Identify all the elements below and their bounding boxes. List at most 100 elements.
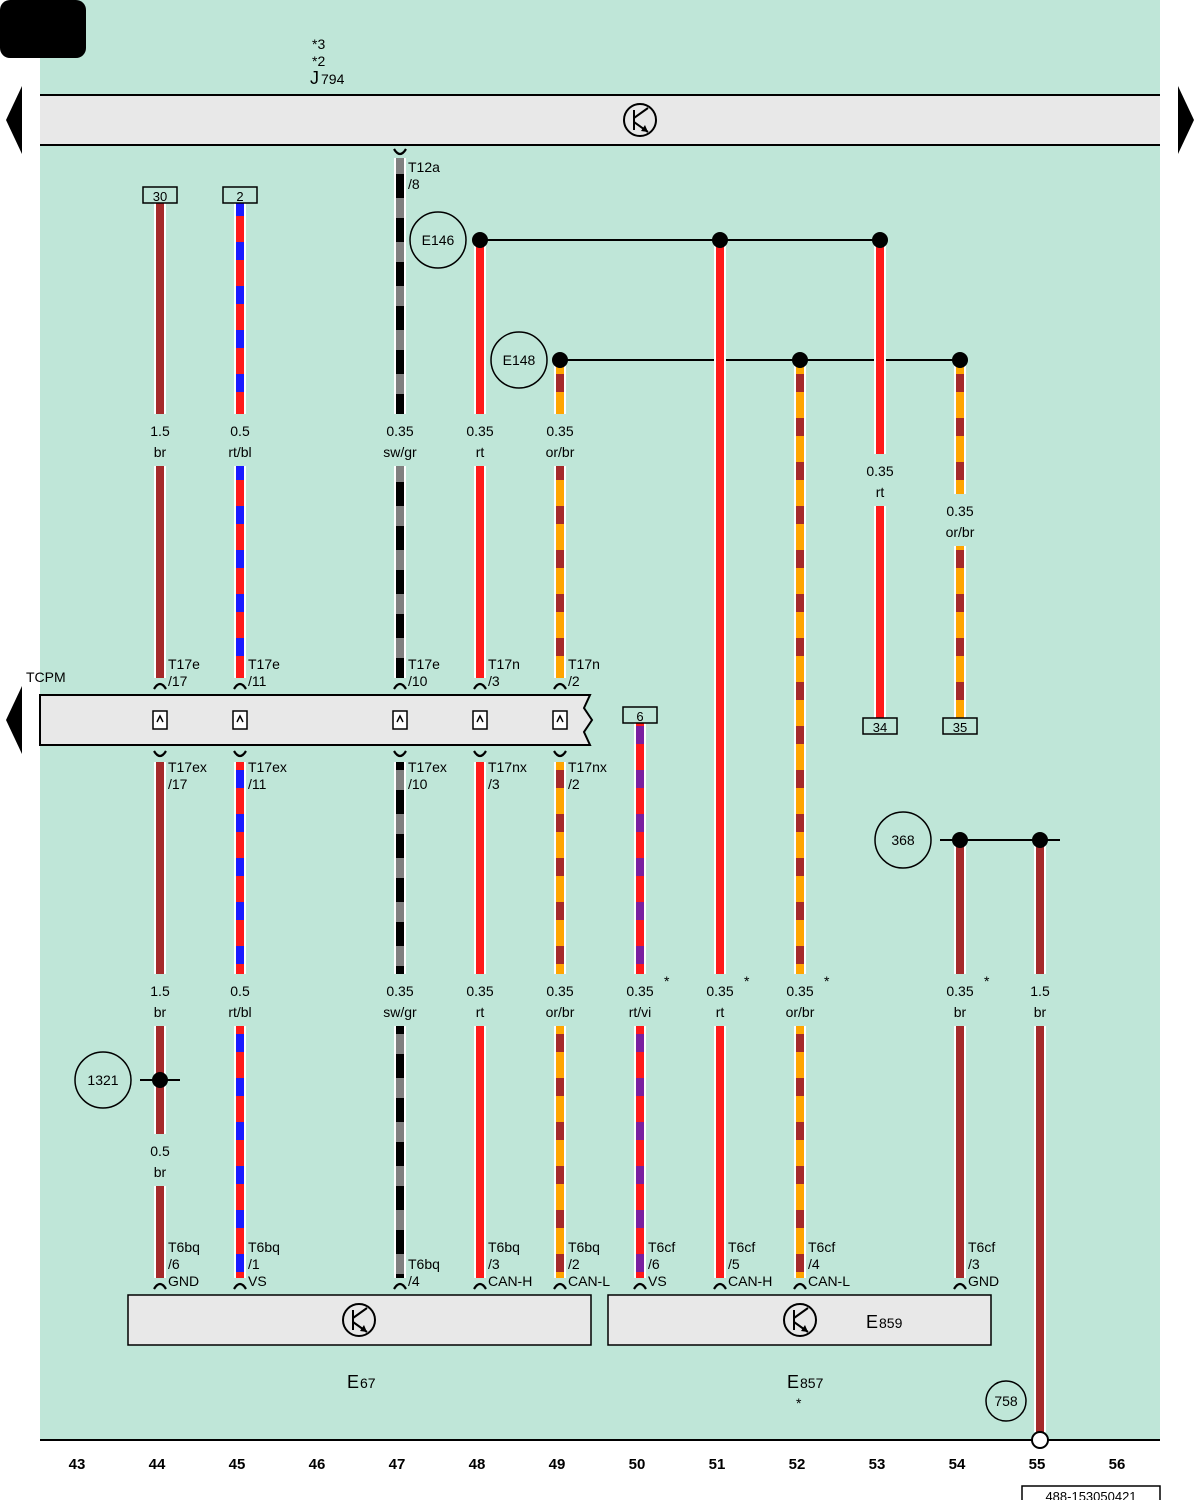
ref-circle-e146[interactable] — [409, 211, 467, 269]
wire-color: or/br — [546, 1004, 575, 1020]
terminal-2: 2 — [236, 189, 243, 204]
wire-segment — [236, 762, 244, 974]
ref-1321: 1321 — [87, 1072, 118, 1088]
wire-size: 0.35 — [866, 463, 893, 479]
ref-e146: E146 — [422, 232, 455, 248]
connector-name: T6bq — [248, 1239, 280, 1255]
connector-pin: /11 — [248, 673, 267, 689]
connector-pin: /5 — [728, 1256, 740, 1272]
wire-segment — [156, 466, 164, 678]
wire-segment — [396, 762, 404, 974]
wire-color: rt/bl — [228, 444, 251, 460]
wire-color: br — [154, 1004, 167, 1020]
connector-name: T17n — [488, 656, 520, 672]
terminal-6-box — [622, 706, 658, 724]
connector-arc — [153, 682, 167, 690]
ground-strip — [39, 694, 594, 746]
corner-tab — [0, 0, 86, 58]
scroll-left-arrow[interactable] — [6, 86, 22, 154]
component-e859-box[interactable] — [607, 1294, 992, 1346]
control-unit-rail — [40, 95, 1160, 145]
ref-circle-1321[interactable] — [74, 1051, 132, 1109]
component-e857-star: * — [796, 1395, 802, 1411]
wire-labels-lower: 1.5 br 0.5 rt/bl 0.35 sw/gr 0.35 rt 0.35… — [150, 983, 1050, 1180]
junction-dot — [872, 232, 888, 248]
connector-name: T17ex — [168, 759, 207, 775]
wire-segment — [396, 466, 404, 678]
wire-size: 1.5 — [1030, 983, 1050, 999]
wire-segment — [956, 840, 964, 974]
component-e857-index: 857 — [800, 1375, 824, 1391]
wire-segment — [956, 360, 964, 494]
wire-segment — [156, 762, 164, 974]
ref-368: 368 — [891, 832, 915, 848]
wire-size: 0.35 — [466, 423, 493, 439]
wire-size: 0.35 — [386, 983, 413, 999]
terminal-2-box — [222, 186, 258, 204]
connector-name: T6bq — [408, 1256, 440, 1272]
connector-name: T17n — [568, 656, 600, 672]
component-connectors: T6bq /6 GND T6bq /1 VS T6bq /4 T6bq /3 C… — [168, 1239, 999, 1289]
wire-color: rt/vi — [629, 1004, 652, 1020]
terminal-34-box — [862, 717, 898, 735]
connector-name: T6cf — [648, 1239, 675, 1255]
connector-pin: /4 — [808, 1256, 820, 1272]
column-number: 51 — [709, 1456, 726, 1473]
column-number: 48 — [469, 1456, 486, 1473]
column-number: 45 — [229, 1456, 246, 1473]
connector-t12a: T12a — [408, 159, 440, 175]
connector-pin: /10 — [408, 673, 428, 689]
ref-circle-368[interactable] — [874, 811, 932, 869]
connector-arc — [233, 1282, 247, 1290]
connector-arc — [393, 682, 407, 690]
component-e67-box[interactable] — [127, 1294, 592, 1346]
connector-signal: CAN-H — [728, 1273, 772, 1289]
ground-pin-arrow — [396, 714, 404, 723]
connector-name: T17e — [408, 656, 440, 672]
wire-segment — [396, 1026, 404, 1278]
wire-size: 0.5 — [230, 983, 250, 999]
star-mark: * — [984, 973, 990, 989]
star-mark: * — [744, 973, 750, 989]
ground-left-arrow[interactable] — [6, 686, 22, 754]
connector-pin: /1 — [248, 1256, 260, 1272]
wire-segment — [636, 723, 644, 974]
wire-color: rt — [876, 484, 885, 500]
ground-pin-icon — [552, 710, 568, 730]
terminal-30: 30 — [153, 189, 167, 204]
connector-pin: /17 — [168, 776, 188, 792]
wire-color: br — [1034, 1004, 1047, 1020]
wire-color: sw/gr — [383, 444, 417, 460]
wire-size: 1.5 — [150, 983, 170, 999]
wire-color: sw/gr — [383, 1004, 417, 1020]
wire-segment — [156, 203, 164, 414]
connector-signal: VS — [248, 1273, 267, 1289]
connector-arc — [473, 750, 487, 758]
ref-circle-e148[interactable] — [490, 331, 548, 389]
star-mark: * — [664, 973, 670, 989]
connector-pin: /6 — [168, 1256, 180, 1272]
control-unit-index: 794 — [321, 71, 345, 87]
column-number: 46 — [309, 1456, 326, 1473]
wires-layer — [154, 158, 1046, 1432]
ref-circle-758[interactable] — [985, 1380, 1027, 1422]
column-number: 44 — [149, 1456, 166, 1473]
column-number: 52 — [789, 1456, 806, 1473]
component-e67-label: E — [347, 1372, 359, 1392]
wire-size: 0.35 — [546, 423, 573, 439]
connector-t12a-pin: /8 — [408, 176, 420, 192]
footnote-stars: * * * * — [664, 973, 990, 989]
junction-dot — [1032, 832, 1048, 848]
connector-arc — [393, 750, 407, 758]
footnote-2: *2 — [312, 53, 325, 69]
connector-arc — [393, 1282, 407, 1290]
connector-pin: /2 — [568, 1256, 580, 1272]
scroll-right-arrow[interactable] — [1178, 86, 1194, 154]
ground-pin-icon — [392, 710, 408, 730]
connector-pin: /6 — [648, 1256, 660, 1272]
connector-arc — [553, 682, 567, 690]
connector-arc — [473, 1282, 487, 1290]
connector-signal: CAN-L — [568, 1273, 610, 1289]
wire-segment — [236, 203, 244, 414]
